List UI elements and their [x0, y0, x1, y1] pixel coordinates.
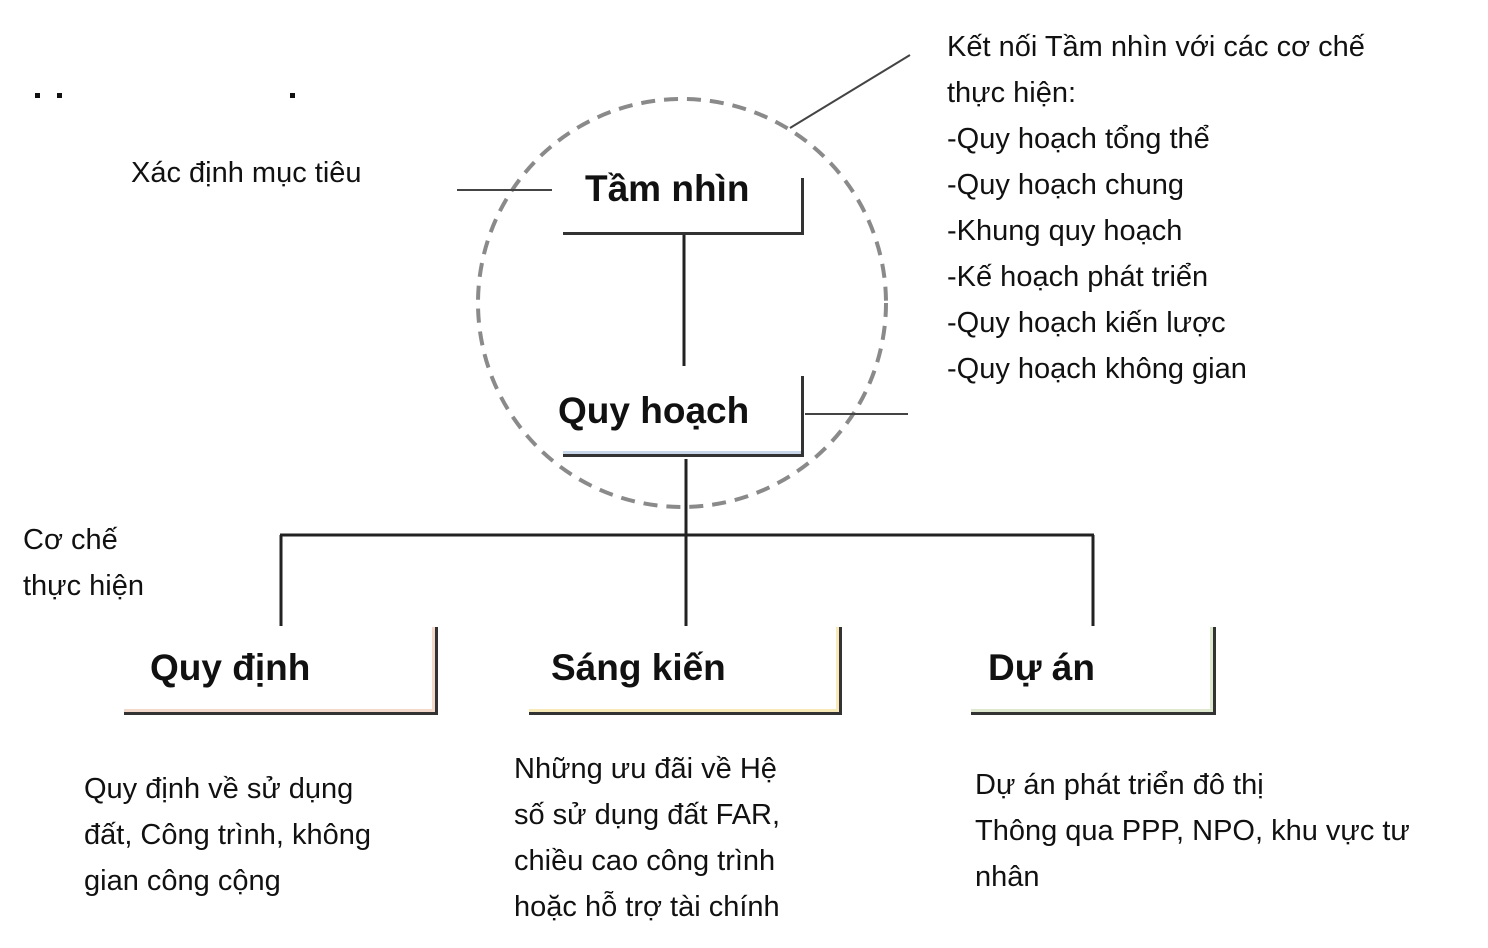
branch-desc: Thông qua PPP, NPO, khu vực tư — [975, 815, 1410, 847]
branch-desc: nhân — [975, 861, 1040, 893]
mechanism-label: thực hiện — [23, 570, 144, 602]
note-item: -Khung quy hoạch — [947, 215, 1183, 247]
branch-box-project: Dự án — [971, 627, 1216, 715]
note-item: -Quy hoạch kiến lược — [947, 307, 1226, 339]
branch-desc: Quy định về sử dụng — [84, 773, 354, 805]
vision-box: Tầm nhìn — [563, 168, 804, 235]
branch-box-initiative: Sáng kiến — [529, 627, 842, 715]
branch-desc: đất, Công trình, không — [84, 819, 371, 851]
dashed-focus-circle — [476, 97, 888, 509]
branch-title: Dự án — [988, 647, 1095, 688]
branch-desc: Những ưu đãi về Hệ — [514, 753, 777, 785]
vision-title: Tầm nhìn — [585, 168, 750, 209]
planning-box: Quy hoạch — [558, 376, 804, 457]
goal-label: Xác định mục tiêu — [131, 157, 362, 189]
branch-desc: chiều cao công trình — [514, 845, 776, 877]
branch-desc: hoặc hỗ trợ tài chính — [514, 891, 780, 923]
note-item: -Quy hoạch tổng thể — [947, 123, 1210, 155]
branch-desc: số sử dụng đất FAR, — [514, 799, 781, 831]
mechanism-label: Cơ chế — [23, 524, 118, 556]
note-item: -Quy hoạch chung — [947, 169, 1184, 201]
branch-desc: gian công cộng — [84, 865, 281, 897]
artifact-dot — [290, 93, 295, 98]
note-item: -Quy hoạch không gian — [947, 353, 1247, 385]
note-connector-diagonal — [789, 54, 911, 129]
note-heading: Kết nối Tầm nhìn với các cơ chế — [947, 31, 1365, 63]
branch-box-regulation: Quy định — [124, 627, 438, 715]
artifact-dot — [35, 93, 40, 98]
note-item: -Kế hoạch phát triển — [947, 261, 1209, 293]
branch-title: Quy định — [150, 647, 311, 688]
branch-desc: Dự án phát triển đô thị — [975, 769, 1264, 801]
planning-title: Quy hoạch — [558, 390, 750, 431]
branch-title: Sáng kiến — [551, 647, 726, 688]
artifact-dot — [57, 93, 62, 98]
note-heading: thực hiện: — [947, 77, 1077, 109]
